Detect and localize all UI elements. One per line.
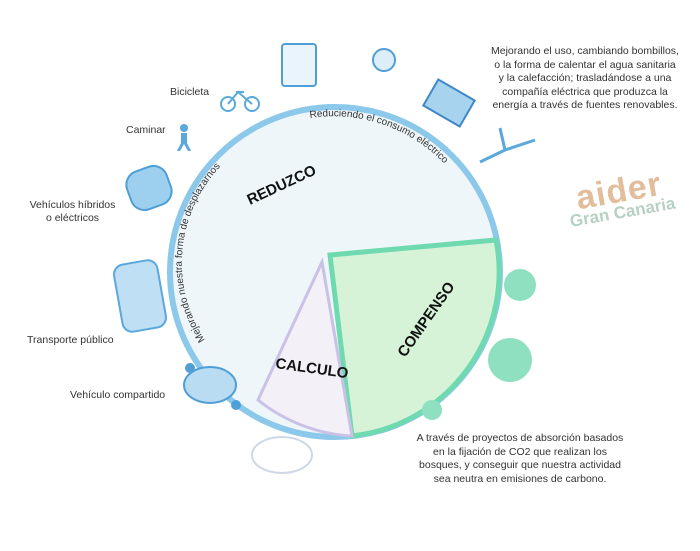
walking-person-icon: [177, 124, 191, 151]
bicycle-icon: [220, 90, 260, 112]
label-hibridos-2: o eléctricos: [45, 212, 100, 224]
electric-car-icon: [125, 164, 173, 212]
label-bicicleta: Bicicleta: [170, 86, 210, 98]
shared-car-icon: [183, 363, 241, 410]
note-line: energía a través de fuentes renovables.: [492, 99, 678, 111]
note-line: en la fijación de CO2 que realizan los: [433, 445, 607, 458]
label-compartido: Vehículo compartido: [70, 389, 166, 401]
wind-turbine-icon: [479, 127, 536, 164]
note-line: A través de proyectos de absorción basad…: [416, 432, 624, 444]
solar-panel-icon: [421, 78, 477, 128]
note-line: sea neutra en emisiones de carbono.: [433, 472, 607, 485]
note-line: Mejorando el uso, cambiando bombillos,: [491, 45, 679, 57]
pie-compenso: [327, 237, 502, 439]
bus-icon: [113, 259, 167, 333]
tree-icon: [422, 269, 536, 420]
pie-calculo: [256, 257, 354, 438]
note-line: bosques, y conseguir que nuestra activid…: [419, 459, 621, 471]
note-line: o la forma de calentar el agua sanitaria: [494, 58, 676, 71]
label-hibridos-1: Vehículos híbridos: [29, 199, 116, 211]
label-transporte: Transporte público: [27, 334, 114, 346]
note-line: y la calefacción; trasladándose a una: [498, 72, 672, 84]
power-switch-icon: [281, 43, 317, 87]
light-bulb-icon: [372, 48, 396, 72]
cloud-icon: [251, 436, 313, 474]
label-caminar: Caminar: [126, 124, 166, 136]
note-reduce: Mejorando el uso, cambiando bombillos,o …: [470, 45, 700, 113]
note-compensate: A través de proyectos de absorción basad…: [400, 432, 640, 486]
note-line: compañía eléctrica que produzca la: [502, 85, 668, 98]
